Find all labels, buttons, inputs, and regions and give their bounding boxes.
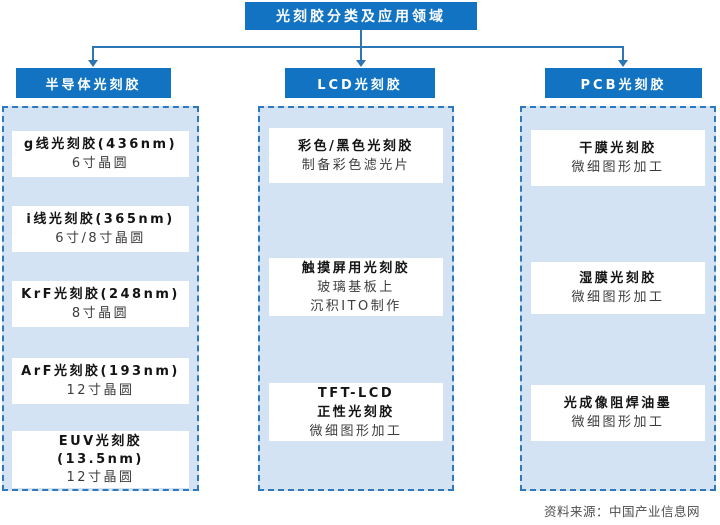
item-subtitle: 微细图形加工 — [571, 290, 665, 305]
item-tft-lcd-positive-photoresist: TFT-LCD 正性光刻胶 微细图形加工 — [269, 383, 443, 441]
item-title: 干膜光刻胶 — [579, 141, 657, 156]
item-subtitle: 微细图形加工 — [571, 160, 665, 175]
item-subtitle: 8寸晶圆 — [71, 306, 130, 321]
item-title: g线光刻胶(436nm) — [23, 137, 178, 152]
header-semiconductor-photoresist: 半导体光刻胶 — [16, 68, 171, 98]
item-title: 正性光刻胶 — [317, 404, 395, 420]
item-title: EUV光刻胶 — [58, 433, 143, 449]
item-euv-photoresist: EUV光刻胶 (13.5nm) 12寸晶圆 — [12, 431, 189, 488]
item-dry-film-photoresist: 干膜光刻胶 微细图形加工 — [531, 130, 705, 186]
connector-left-drop-line — [92, 47, 94, 61]
item-title: 光成像阻焊油墨 — [563, 396, 673, 411]
container-lcd-column: 彩色/黑色光刻胶 制备彩色滤光片 触摸屏用光刻胶 玻璃基板上 沉积ITO制作 T… — [258, 106, 454, 491]
root-title-label: 光刻胶分类及应用领域 — [276, 9, 446, 25]
item-subtitle: 微细图形加工 — [571, 415, 665, 430]
item-subtitle: 制备彩色滤光片 — [301, 157, 411, 173]
item-subtitle: 玻璃基板上 — [317, 279, 395, 295]
arrow-down-icon — [356, 60, 366, 67]
item-title: 湿膜光刻胶 — [579, 271, 657, 286]
arrow-down-icon — [618, 60, 628, 67]
header-label: PCB光刻胶 — [580, 77, 667, 93]
item-subtitle: 12寸晶圆 — [66, 383, 135, 398]
container-pcb-column: 干膜光刻胶 微细图形加工 湿膜光刻胶 微细图形加工 光成像阻焊油墨 微细图形加工 — [520, 106, 716, 491]
item-title: TFT-LCD — [317, 385, 395, 401]
connector-right-drop-line — [622, 47, 624, 61]
connector-horizontal-line — [92, 46, 624, 48]
item-title: i线光刻胶(365nm) — [26, 212, 175, 227]
header-pcb-photoresist: PCB光刻胶 — [545, 68, 702, 98]
item-subtitle: 6寸晶圆 — [71, 156, 130, 171]
item-krf-photoresist: KrF光刻胶(248nm) 8寸晶圆 — [12, 281, 189, 327]
item-color-black-photoresist: 彩色/黑色光刻胶 制备彩色滤光片 — [269, 128, 443, 183]
source-note: 资料来源：中国产业信息网 — [543, 504, 700, 519]
item-title: (13.5nm) — [57, 451, 144, 467]
item-subtitle: 沉积ITO制作 — [310, 298, 402, 314]
item-arf-photoresist: ArF光刻胶(193nm) 12寸晶圆 — [12, 358, 189, 404]
item-title: 彩色/黑色光刻胶 — [298, 138, 414, 154]
item-title: ArF光刻胶(193nm) — [21, 364, 180, 379]
item-g-line-photoresist: g线光刻胶(436nm) 6寸晶圆 — [12, 131, 189, 177]
item-subtitle: 6寸/8寸晶圆 — [55, 231, 146, 246]
connector-middle-drop-line — [360, 47, 362, 61]
item-title: 触摸屏用光刻胶 — [301, 260, 411, 276]
header-label: 半导体光刻胶 — [45, 77, 142, 93]
item-title: KrF光刻胶(248nm) — [21, 287, 180, 302]
item-i-line-photoresist: i线光刻胶(365nm) 6寸/8寸晶圆 — [12, 206, 189, 252]
item-subtitle: 12寸晶圆 — [66, 469, 135, 485]
root-title-box: 光刻胶分类及应用领域 — [245, 2, 477, 30]
arrow-down-icon — [88, 60, 98, 67]
header-lcd-photoresist: LCD光刻胶 — [285, 68, 435, 98]
connector-root-vertical-line — [360, 30, 362, 47]
container-semiconductor-column: g线光刻胶(436nm) 6寸晶圆 i线光刻胶(365nm) 6寸/8寸晶圆 K… — [2, 106, 199, 491]
item-photoimageable-solder-mask-ink: 光成像阻焊油墨 微细图形加工 — [531, 385, 705, 441]
header-label: LCD光刻胶 — [317, 77, 403, 93]
item-touchscreen-photoresist: 触摸屏用光刻胶 玻璃基板上 沉积ITO制作 — [269, 258, 443, 316]
item-subtitle: 微细图形加工 — [309, 423, 403, 439]
item-wet-film-photoresist: 湿膜光刻胶 微细图形加工 — [531, 262, 705, 314]
